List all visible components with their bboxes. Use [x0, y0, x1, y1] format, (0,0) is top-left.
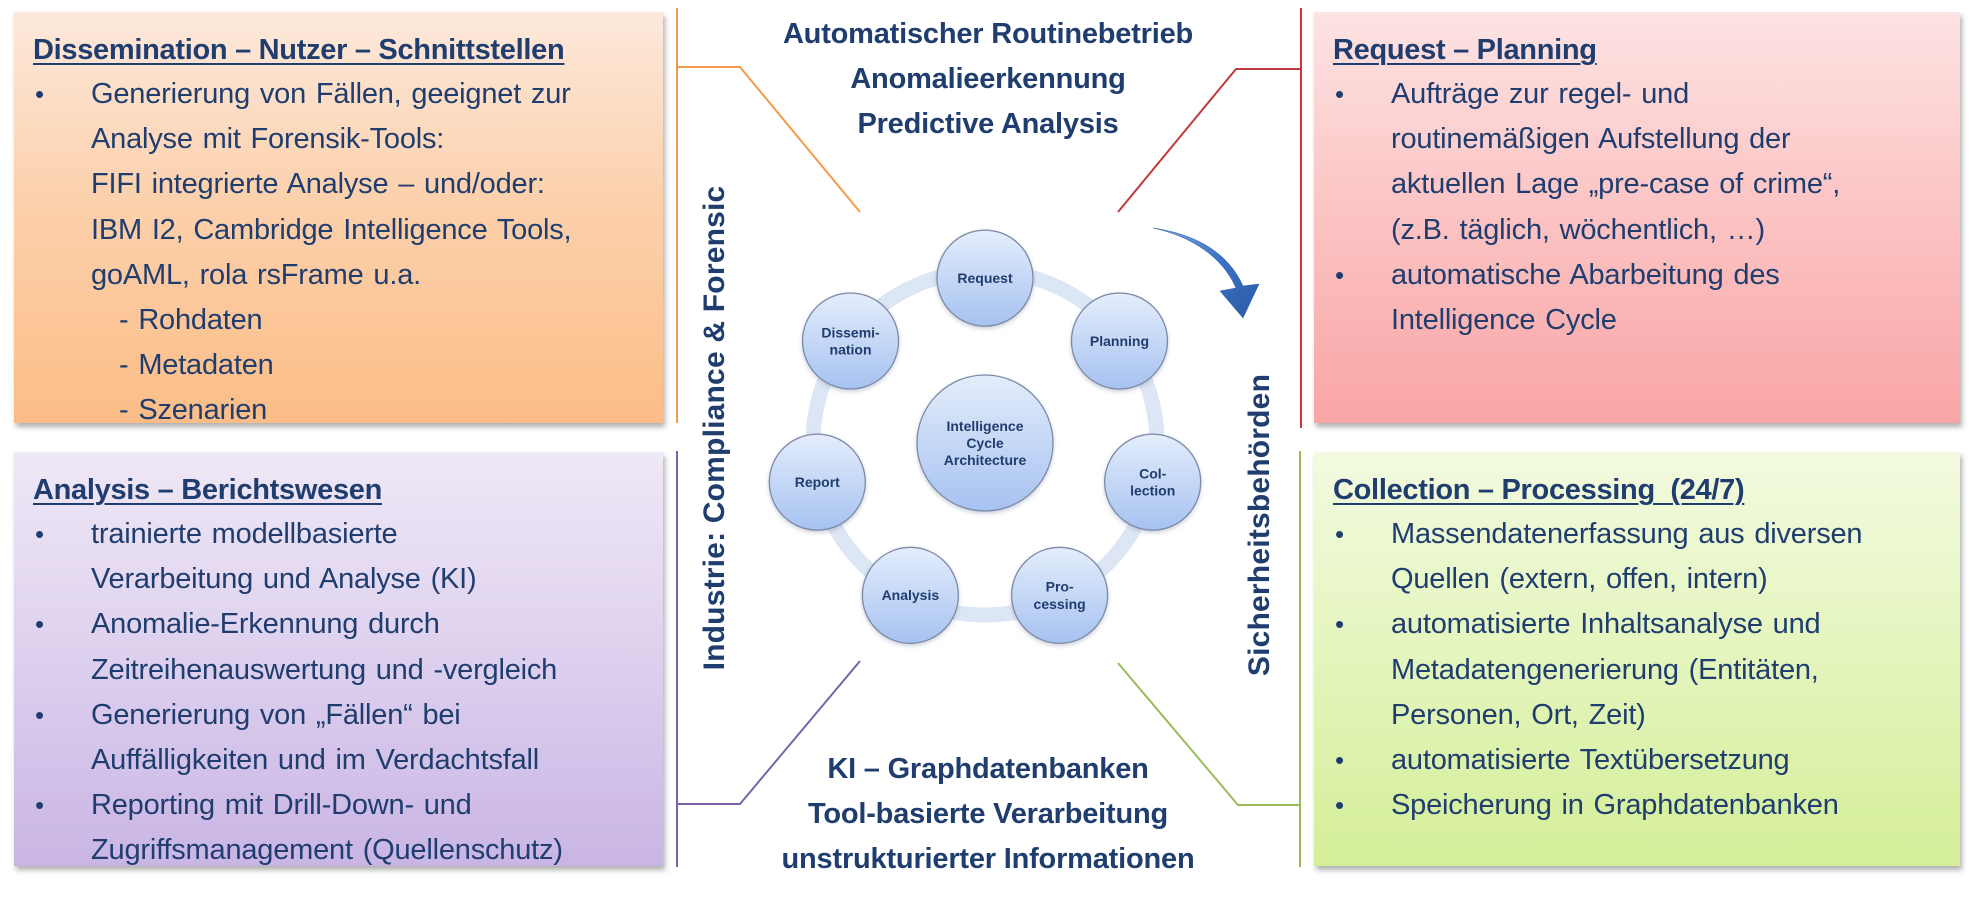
cycle-hub: [916, 374, 1054, 512]
list-item-line: goAML, rola rsFrame u.a.: [91, 258, 421, 291]
bullet-icon: •: [1335, 609, 1344, 640]
cycle-node-label-collection: Col-lection: [1130, 465, 1175, 498]
bullet-icon: •: [35, 79, 44, 109]
center-bottom-line: Tool-basierte Verarbeitung: [807, 798, 1169, 830]
list-item-line: routinemäßigen Aufstellung der: [1391, 123, 1791, 156]
cycle-node-collection: [1104, 433, 1202, 531]
dissemination-title: Dissemination – Nutzer – Schnittstellen: [33, 34, 565, 66]
center-top-title: Automatischer Routinebetrieb Anomalieerk…: [700, 12, 1276, 147]
list-item: • Massendatenerfassung aus diversen Quel…: [1333, 512, 1944, 602]
cycle-node-label-report: Report: [795, 474, 840, 490]
list-item-line: automatisierte Textübersetzung: [1391, 744, 1790, 777]
list-item-line: Quellen (extern, offen, intern): [1391, 563, 1768, 596]
analysis-box: Analysis – Berichtswesen • trainierte mo…: [14, 452, 663, 866]
clockwise-arrow-icon: [1152, 227, 1260, 319]
cycle-node-analysis: [861, 546, 960, 644]
list-item-line: Zugriffsmanagement (Quellenschutz): [91, 834, 563, 867]
cycle-node-request: [936, 229, 1034, 327]
list-item: • Reporting mit Drill-Down- und Zugriffs…: [33, 783, 647, 873]
cycle-node-label-processing: Pro-cessing: [1034, 579, 1086, 612]
analysis-title: Analysis – Berichtswesen: [33, 474, 383, 506]
list-item-line: aktuellen Lage „pre-case of crime“,: [1391, 168, 1841, 201]
bullet-icon: •: [35, 699, 44, 730]
connector-green: [1117, 662, 1300, 806]
center-top-line: Predictive Analysis: [857, 108, 1119, 140]
request-list: • Aufträge zur regel- und routinemäßigen…: [1333, 72, 1944, 343]
list-item-line: Generierung von Fällen, geeignet zur: [91, 78, 571, 110]
list-item-line: Analyse mit Forensik-Tools:: [91, 123, 445, 156]
list-item-line: (z.B. täglich, wöchentlich, …): [1391, 213, 1765, 246]
bullet-icon: •: [1335, 790, 1344, 821]
bullet-icon: •: [35, 609, 44, 640]
request-title: Request – Planning: [1333, 34, 1597, 66]
cycle-node-label-request: Request: [957, 270, 1013, 286]
collection-list: • Massendatenerfassung aus diversen Quel…: [1333, 512, 1944, 828]
dissemination-list: • Generierung von Fällen, geeignet zur A…: [33, 72, 647, 434]
cycle-node-label-dissemination: Dissemi-nation: [821, 324, 880, 357]
divider-red: [1300, 8, 1302, 428]
divider-orange: [676, 8, 678, 423]
bullet-icon: •: [35, 790, 44, 821]
collection-title: Collection – Processing (24/7): [1333, 474, 1745, 506]
cycle-node-report: [768, 433, 866, 531]
list-item-line: trainierte modellbasierte: [91, 518, 398, 550]
cycle-node-label-analysis: Analysis: [882, 587, 940, 603]
list-item: • Generierung von Fällen, geeignet zur A…: [33, 72, 647, 434]
cycle-node-label-planning: Planning: [1090, 333, 1149, 349]
sub-item-metadaten: - Metadaten: [119, 349, 274, 382]
list-item-line: Personen, Ort, Zeit): [1391, 698, 1646, 731]
divider-purple: [676, 451, 678, 867]
list-item-line: Zeitreihenauswertung und -vergleich: [91, 653, 558, 686]
list-item-line: automatische Abarbeitung des: [1391, 258, 1780, 291]
connector-red: [1117, 68, 1301, 213]
list-item-line: Intelligence Cycle: [1391, 304, 1617, 337]
list-item-line: Generierung von „Fällen“ bei: [91, 698, 461, 731]
list-item-line: Speicherung in Graphdatenbanken: [1391, 789, 1839, 822]
list-item: • trainierte modellbasierte Verarbeitung…: [33, 512, 647, 602]
list-item: • automatisierte Textübersetzung: [1333, 738, 1944, 783]
list-item-line: automatisierte Inhaltsanalyse und: [1391, 608, 1821, 641]
bullet-icon: •: [1335, 519, 1344, 549]
center-bottom-line: unstrukturierter Informationen: [781, 843, 1195, 875]
list-item: • Generierung von „Fällen“ bei Auffällig…: [33, 693, 647, 783]
connector-purple: [677, 660, 861, 805]
list-item: • automatisierte Inhaltsanalyse und Meta…: [1333, 602, 1944, 738]
sub-item-rohdaten: - Rohdaten: [119, 304, 263, 337]
cycle-node-processing: [1010, 546, 1109, 644]
center-bottom-title: KI – Graphdatenbanken Tool-basierte Vera…: [700, 747, 1276, 882]
list-item-line: Massendatenerfassung aus diversen: [1391, 518, 1863, 550]
request-box: Request – Planning • Aufträge zur regel-…: [1314, 12, 1960, 423]
list-item-line: Anomalie-Erkennung durch: [91, 608, 440, 641]
analysis-list: • trainierte modellbasierte Verarbeitung…: [33, 512, 647, 874]
list-item: • Anomalie-Erkennung durch Zeitreihenaus…: [33, 602, 647, 692]
list-item-line: Aufträge zur regel- und: [1391, 78, 1690, 110]
center-top-line: Anomalieerkennung: [850, 63, 1126, 95]
cycle-node-dissemination: [801, 292, 900, 390]
center-bottom-line: KI – Graphdatenbanken: [827, 753, 1149, 785]
list-item-line: Verarbeitung und Analyse (KI): [91, 563, 477, 596]
bullet-icon: •: [1335, 745, 1344, 776]
list-item-line: Auffälligkeiten und im Verdachtsfall: [91, 744, 540, 777]
list-item: • automatische Abarbeitung des Intellige…: [1333, 253, 1944, 343]
list-item-line: Metadatengenerierung (Entitäten,: [1391, 653, 1819, 686]
list-item: • Speicherung in Graphdatenbanken: [1333, 783, 1944, 828]
center-top-line: Automatischer Routinebetrieb: [782, 18, 1194, 50]
cycle-node-planning: [1070, 292, 1169, 390]
sub-item-szenarien: - Szenarien: [119, 394, 268, 427]
bullet-icon: •: [1335, 259, 1344, 290]
list-item: • Aufträge zur regel- und routinemäßigen…: [1333, 72, 1944, 253]
list-item-line: Reporting mit Drill-Down- und: [91, 789, 472, 822]
bullet-icon: •: [1335, 79, 1344, 109]
list-item-line: IBM I2, Cambridge Intelligence Tools,: [91, 213, 572, 246]
list-item-line: FIFI integrierte Analyse – und/oder:: [91, 168, 545, 201]
connector-orange: [677, 66, 861, 213]
dissemination-box: Dissemination – Nutzer – Schnittstellen …: [14, 12, 663, 426]
collection-box: Collection – Processing (24/7) • Massend…: [1314, 452, 1960, 866]
bullet-icon: •: [35, 519, 44, 549]
divider-green: [1299, 451, 1301, 867]
